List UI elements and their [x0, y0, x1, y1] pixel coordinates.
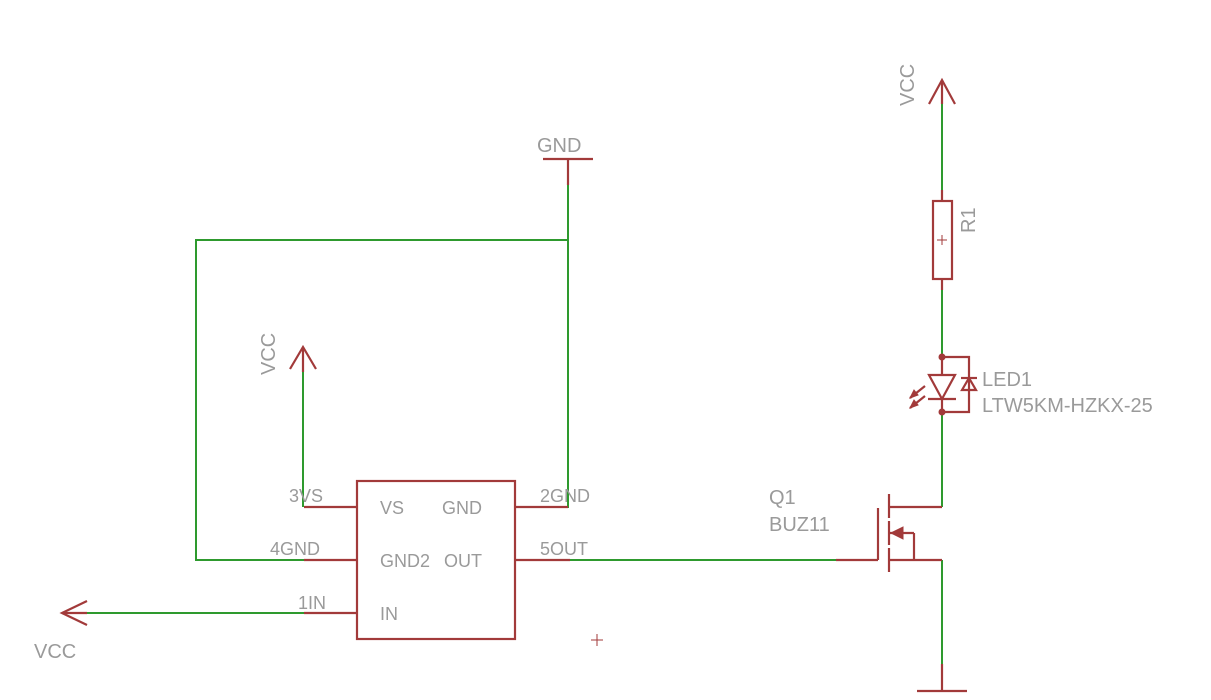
pin-1-label: 1IN — [298, 593, 326, 613]
mosfet-value: BUZ11 — [769, 514, 830, 536]
led-value: LTW5KM-HZKX-25 — [982, 395, 1153, 417]
ic-inner-in: IN — [380, 604, 398, 624]
resistor-r1 — [931, 190, 954, 290]
gnd-symbol-bottom — [917, 664, 967, 693]
pin-2-label: 2GND — [540, 486, 590, 506]
gnd-label-top: GND — [537, 135, 581, 157]
ic-inner-gnd: GND — [442, 498, 482, 518]
led-symbol — [908, 353, 978, 416]
led-name: LED1 — [982, 369, 1032, 391]
wires — [62, 80, 943, 664]
vcc-label-bottom-left: VCC — [34, 641, 76, 663]
pin-3-label: 3VS — [289, 486, 323, 506]
resistor-name: R1 — [958, 207, 980, 233]
mosfet-name: Q1 — [769, 487, 796, 509]
vcc-label-top-right: VCC — [897, 64, 919, 106]
ic-inner-gnd2: GND2 — [380, 551, 430, 571]
ic-inner-out: OUT — [444, 551, 482, 571]
wire-gnd-pin2 — [516, 185, 569, 508]
pin-5-label: 5OUT — [540, 539, 588, 559]
mosfet-q1 — [836, 494, 942, 572]
origin-marker — [591, 634, 603, 646]
vcc-arrow-mid — [289, 344, 317, 372]
vcc-label-mid: VCC — [258, 333, 280, 375]
wire-gnd-pin4 — [195, 239, 568, 561]
ic-inner-vs: VS — [380, 498, 404, 518]
pin-4-label: 4GND — [270, 539, 320, 559]
ic-body — [304, 479, 570, 641]
vcc-arrow-top-right — [928, 77, 956, 105]
gnd-symbol-top — [543, 157, 593, 185]
vcc-arrow-bottom-left — [59, 600, 88, 626]
